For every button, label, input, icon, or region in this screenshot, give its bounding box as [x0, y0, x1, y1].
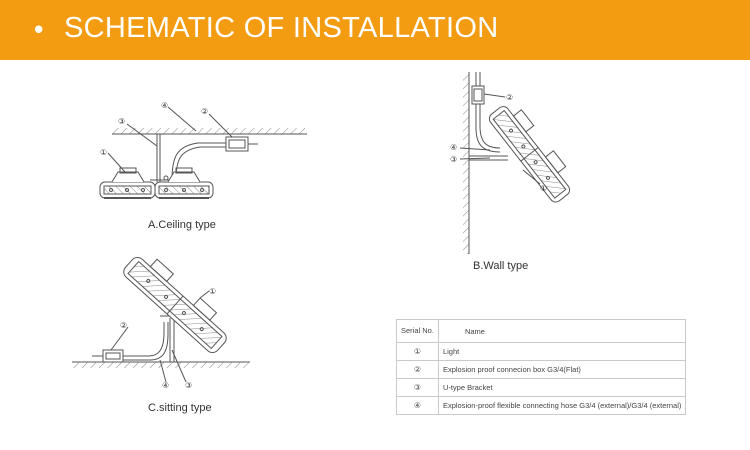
callout-1: ①: [100, 148, 107, 157]
callout-3: ③: [185, 381, 192, 390]
callout-3: ③: [118, 117, 125, 126]
caption-wall-type: B.Wall type: [473, 260, 529, 272]
ceiling-type-drawing: [99, 106, 307, 199]
sitting-type-drawing: [72, 256, 250, 383]
legend-row: ① Light: [396, 342, 687, 361]
ceiling-callouts: ④ ② ③ ①: [100, 101, 208, 157]
wall-callouts: ② ④ ③ ①: [450, 93, 547, 193]
page-title: SCHEMATIC OF INSTALLATION: [64, 12, 499, 44]
callout-1: ①: [209, 287, 216, 296]
parts-legend-table: Serial No. Name ① Light ② Explosion proo…: [396, 319, 687, 415]
legend-part-name: Explosion-proof flexible connecting hose…: [437, 396, 687, 415]
callout-2: ②: [506, 93, 513, 102]
legend-mark: ①: [396, 342, 439, 361]
callout-3: ③: [450, 155, 457, 164]
callout-1: ①: [540, 184, 547, 193]
legend-header-row: Serial No. Name: [396, 319, 687, 343]
legend-header-name: Name: [437, 319, 687, 343]
legend-part-name: Light: [437, 342, 687, 361]
legend-mark: ④: [396, 396, 439, 415]
wall-type-drawing: [459, 72, 571, 254]
callout-2: ②: [201, 107, 208, 116]
legend-row: ③ U-type Bracket: [396, 378, 687, 397]
installation-drawings: ④ ② ③ ① ② ④: [72, 72, 571, 390]
callout-4: ④: [450, 143, 457, 152]
header-banner: • SCHEMATIC OF INSTALLATION: [0, 0, 750, 60]
legend-part-name: Explosion proof connecion box G3/4(Flat): [437, 360, 687, 379]
callout-4: ④: [162, 381, 169, 390]
sitting-callouts: ① ② ④ ③: [120, 287, 216, 390]
callout-4: ④: [161, 101, 168, 110]
legend-row: ② Explosion proof connecion box G3/4(Fla…: [396, 360, 687, 379]
legend-row: ④ Explosion-proof flexible connecting ho…: [396, 396, 687, 415]
caption-ceiling-type: A.Ceiling type: [148, 219, 216, 231]
legend-header-serial: Serial No.: [396, 319, 439, 343]
bullet-mark: •: [31, 16, 47, 46]
legend-mark: ②: [396, 360, 439, 379]
legend-mark: ③: [396, 378, 439, 397]
callout-2: ②: [120, 321, 127, 330]
caption-sitting-type: C.sitting type: [148, 402, 212, 414]
legend-part-name: U-type Bracket: [437, 378, 687, 397]
